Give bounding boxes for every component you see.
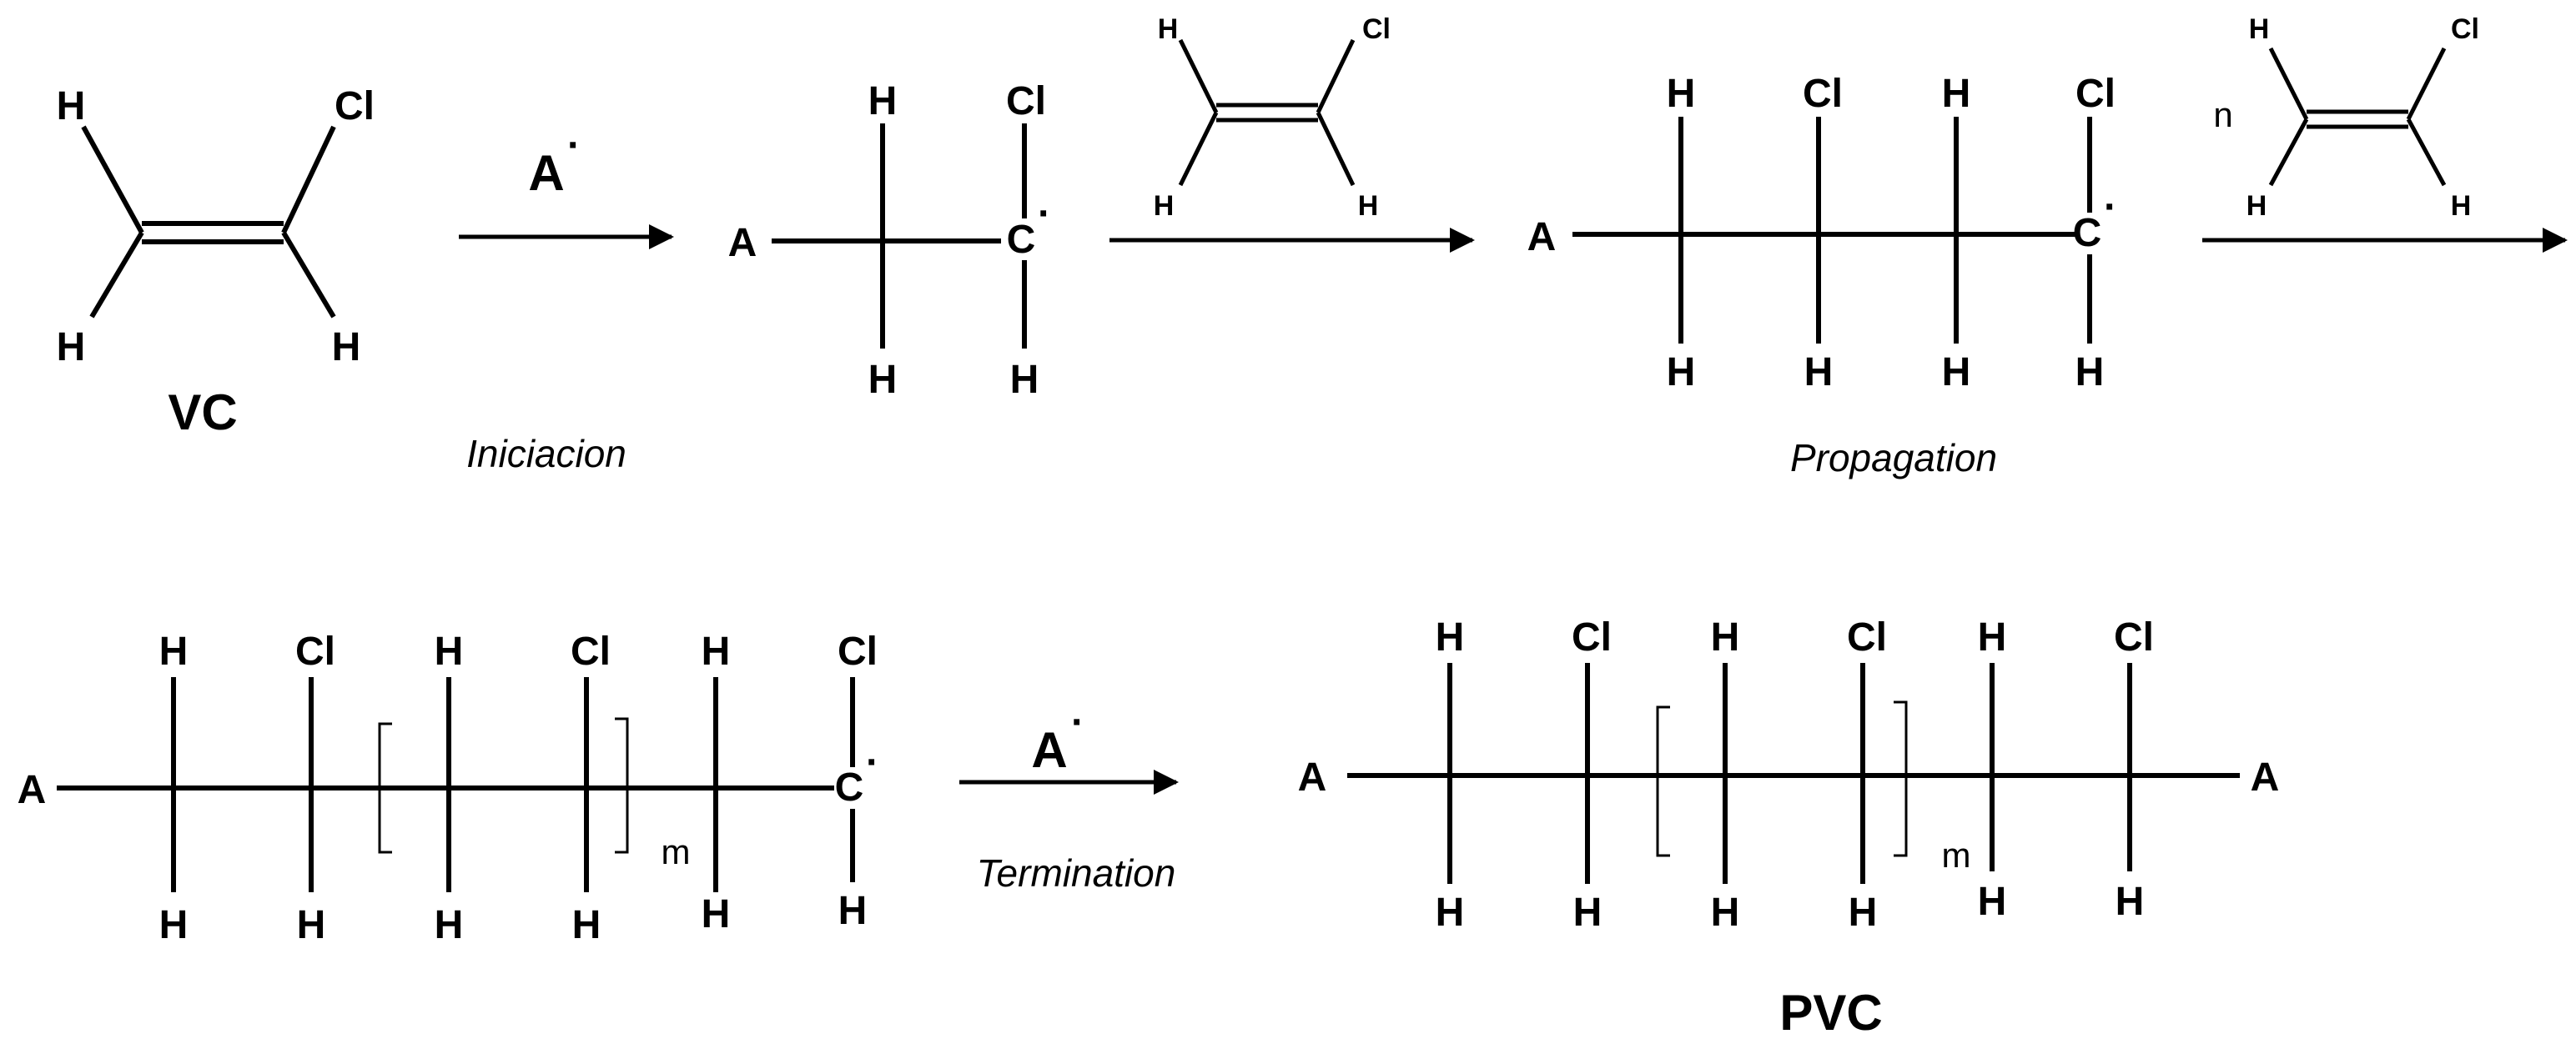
atom-a: A: [1298, 755, 1327, 800]
bond-c2-h: [281, 231, 336, 319]
atom-cl: Cl: [2451, 13, 2479, 45]
atom-h: H: [297, 903, 326, 947]
atom-h: H: [1942, 350, 1971, 394]
radical-dot: ·: [2104, 185, 2117, 229]
atom-h: H: [332, 325, 361, 369]
dimer-radical: A H Cl H Cl C · H H H H Propagation: [1527, 72, 2117, 479]
polymer-label: PVC: [1779, 985, 1882, 1041]
atom-a: A: [1527, 215, 1557, 259]
atom-cl: Cl: [295, 630, 335, 674]
step-label-propagation: Propagation: [1790, 436, 1997, 479]
atom-cl: Cl: [2114, 615, 2154, 660]
atom-h: H: [2246, 190, 2267, 222]
atom-cl: Cl: [1006, 79, 1046, 123]
termination-arrow: A · Termination: [959, 700, 1179, 895]
atom-h: H: [1711, 891, 1740, 935]
initiator-radical-label: A: [528, 145, 564, 201]
atom-cl: Cl: [1847, 615, 1887, 660]
bond-h: [2268, 47, 2309, 121]
atom-h: H: [1436, 615, 1465, 660]
atom-h: H: [435, 630, 464, 674]
atom-h: H: [1358, 190, 1379, 222]
atom-cl: Cl: [1362, 13, 1391, 45]
atom-h: H: [1667, 350, 1696, 394]
atom-h: H: [1711, 615, 1740, 660]
pvc-polymer: m A A H Cl H Cl H Cl H H H H H H PVC: [1298, 615, 2280, 1041]
repeat-bracket-right: [615, 717, 629, 854]
radical-dot: ·: [866, 740, 879, 785]
atom-h: H: [868, 358, 898, 402]
bond-h: [1178, 111, 1219, 187]
atom-c: C: [2073, 211, 2102, 255]
atom-cl: Cl: [1572, 615, 1612, 660]
atom-h: H: [1573, 891, 1602, 935]
atom-h: H: [1978, 880, 2007, 924]
bond-cl: [1316, 38, 1356, 114]
initiator-radical-label: A: [1031, 722, 1067, 778]
atom-a: A: [2251, 755, 2280, 800]
atom-h: H: [1942, 72, 1971, 116]
atom-h: H: [1804, 350, 1834, 394]
repeat-bracket-left: [1656, 705, 1670, 857]
atom-cl: Cl: [335, 84, 375, 128]
atom-h: H: [1158, 13, 1179, 45]
repeat-count-m: m: [662, 832, 691, 871]
radical-dot: ·: [1038, 192, 1051, 236]
coefficient-n: n: [2213, 95, 2232, 134]
atom-h: H: [1010, 358, 1039, 402]
step-label-termination: Termination: [977, 851, 1176, 895]
atom-cl: Cl: [1803, 72, 1843, 116]
bond-h: [2268, 118, 2309, 187]
atom-h: H: [2451, 190, 2472, 222]
repeat-bracket-left: [378, 722, 392, 854]
bond-h: [2406, 118, 2447, 187]
radical-dot: ·: [567, 123, 581, 168]
bond-c2-cl: [281, 125, 336, 234]
atom-cl: Cl: [2075, 72, 2116, 116]
atom-h: H: [702, 630, 731, 674]
atom-a: A: [728, 221, 757, 265]
step-label-initiation: Iniciacion: [466, 432, 626, 475]
atom-h: H: [1978, 615, 2007, 660]
atom-h: H: [57, 325, 86, 369]
radical-dot: ·: [1071, 700, 1084, 745]
monomer-reagent-n: n H Cl H H: [2213, 13, 2479, 222]
bond-cl: [2406, 47, 2447, 121]
atom-c: C: [835, 765, 864, 810]
bond-h: [1178, 38, 1219, 114]
atom-h: H: [868, 79, 898, 123]
atom-h: H: [1667, 72, 1696, 116]
atom-a: A: [18, 768, 47, 812]
atom-h: H: [435, 903, 464, 947]
atom-h: H: [159, 903, 189, 947]
atom-h: H: [572, 903, 601, 947]
atom-cl: Cl: [571, 630, 611, 674]
repeat-bracket-right: [1894, 700, 1908, 857]
bond-h: [1316, 111, 1356, 187]
atom-c: C: [1007, 218, 1036, 262]
atom-h: H: [2116, 880, 2145, 924]
atom-h: H: [702, 892, 731, 936]
repeat-count-m: m: [1942, 836, 1971, 875]
atom-h: H: [57, 84, 86, 128]
initiated-radical: A H H Cl C · H: [728, 79, 1051, 402]
atom-h: H: [1436, 891, 1465, 935]
atom-h: H: [1849, 891, 1878, 935]
atom-h: H: [159, 630, 189, 674]
initiation-arrow: A · Iniciacion: [459, 123, 674, 475]
atom-h: H: [1154, 190, 1175, 222]
vinyl-chloride-monomer: H Cl H H VC: [57, 84, 375, 440]
bond-c1-h-top: [81, 125, 144, 234]
atom-cl: Cl: [838, 630, 878, 674]
monomer-reagent-1: H Cl H H: [1154, 13, 1391, 222]
growing-chain-radical: m A H Cl H Cl H Cl C · H H H H H H: [18, 630, 879, 947]
bond-c1-h-bottom: [89, 231, 144, 319]
atom-h: H: [2249, 13, 2270, 45]
monomer-label: VC: [168, 384, 237, 440]
atom-h: H: [2075, 350, 2105, 394]
atom-h: H: [838, 889, 868, 933]
